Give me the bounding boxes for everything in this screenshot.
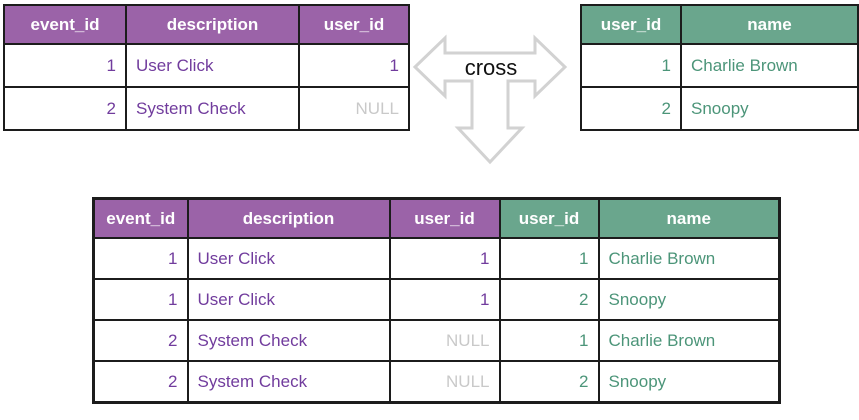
table-cell: 1 — [3, 43, 127, 88]
table-cell-null: NULL — [298, 86, 410, 131]
column-header-user-id: user_id — [498, 197, 600, 239]
cross-arrow-shape — [412, 34, 568, 165]
column-header-description: description — [125, 4, 300, 45]
header-row: event_id description user_id — [3, 4, 410, 45]
result-table: event_id description user_id user_id nam… — [92, 197, 781, 404]
table-cell: Snoopy — [597, 360, 781, 404]
table-cell: User Click — [186, 278, 391, 321]
table-cell: User Click — [125, 43, 300, 88]
table-cell-null: NULL — [388, 360, 501, 404]
table-row: 2 System Check NULL — [3, 86, 410, 131]
table-cell: 1 — [498, 237, 600, 280]
table-cell: System Check — [186, 360, 391, 404]
table-cell: Charlie Brown — [597, 237, 781, 280]
cross-join-arrow-icon: cross — [412, 34, 568, 165]
table-cell: 1 — [298, 43, 410, 88]
table-cell: 1 — [92, 237, 189, 280]
column-header-event-id: event_id — [92, 197, 189, 239]
table-cell: 2 — [498, 278, 600, 321]
table-cell: 2 — [498, 360, 600, 404]
table-cell: 2 — [3, 86, 127, 131]
column-header-name: name — [597, 197, 781, 239]
table-row: 2 System Check NULL 2 Snoopy — [92, 360, 781, 404]
table-cell: Charlie Brown — [597, 319, 781, 362]
join-type-label: cross — [465, 55, 518, 80]
column-header-name: name — [680, 4, 859, 45]
column-header-user-id: user_id — [298, 4, 410, 45]
column-header-user-id: user_id — [388, 197, 501, 239]
table-row: 1 User Click 1 — [3, 43, 410, 88]
table-row: 2 Snoopy — [580, 86, 859, 131]
table-cell: System Check — [186, 319, 391, 362]
table-row: 2 System Check NULL 1 Charlie Brown — [92, 319, 781, 362]
column-header-description: description — [186, 197, 391, 239]
users-table: user_id name 1 Charlie Brown 2 Snoopy — [580, 4, 859, 131]
table-cell: Snoopy — [680, 86, 859, 131]
table-cell: Charlie Brown — [680, 43, 859, 88]
table-cell: System Check — [125, 86, 300, 131]
column-header-user-id: user_id — [580, 4, 682, 45]
table-cell: 1 — [580, 43, 682, 88]
table-row: 1 Charlie Brown — [580, 43, 859, 88]
table-cell: 2 — [92, 360, 189, 404]
table-cell-null: NULL — [388, 319, 501, 362]
header-row: user_id name — [580, 4, 859, 45]
table-row: 1 User Click 1 2 Snoopy — [92, 278, 781, 321]
table-cell: 2 — [92, 319, 189, 362]
table-cell: 1 — [388, 278, 501, 321]
table-cell: 2 — [580, 86, 682, 131]
column-header-event-id: event_id — [3, 4, 127, 45]
table-cell: 1 — [388, 237, 501, 280]
table-cell: 1 — [498, 319, 600, 362]
header-row: event_id description user_id user_id nam… — [92, 197, 781, 239]
table-cell: Snoopy — [597, 278, 781, 321]
table-row: 1 User Click 1 1 Charlie Brown — [92, 237, 781, 280]
table-cell: User Click — [186, 237, 391, 280]
table-cell: 1 — [92, 278, 189, 321]
events-table: event_id description user_id 1 User Clic… — [3, 4, 410, 131]
